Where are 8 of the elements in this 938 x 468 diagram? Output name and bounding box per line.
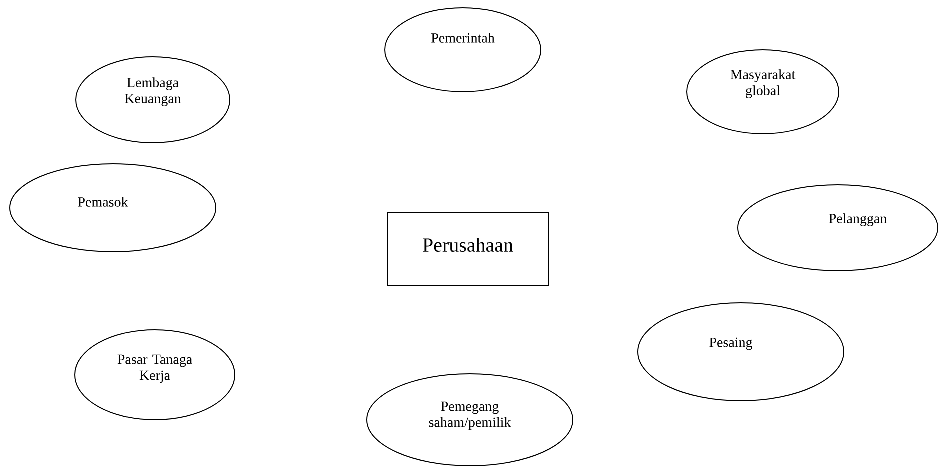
ellipse-node: Pemasok xyxy=(10,164,216,252)
ellipse-node: Masyarakat global xyxy=(686,50,840,134)
ellipse-node: Pesaing xyxy=(638,302,844,402)
ellipse-node: Lembaga Keuangan xyxy=(76,56,230,144)
ellipse-node: Pasar Tanaga Kerja xyxy=(74,330,236,420)
rectangle-box: Perusahaan xyxy=(387,212,549,286)
ellipse-node: Pemegang saham/pemilik xyxy=(366,374,574,466)
ellipse-node: Pemerintah xyxy=(384,8,542,92)
